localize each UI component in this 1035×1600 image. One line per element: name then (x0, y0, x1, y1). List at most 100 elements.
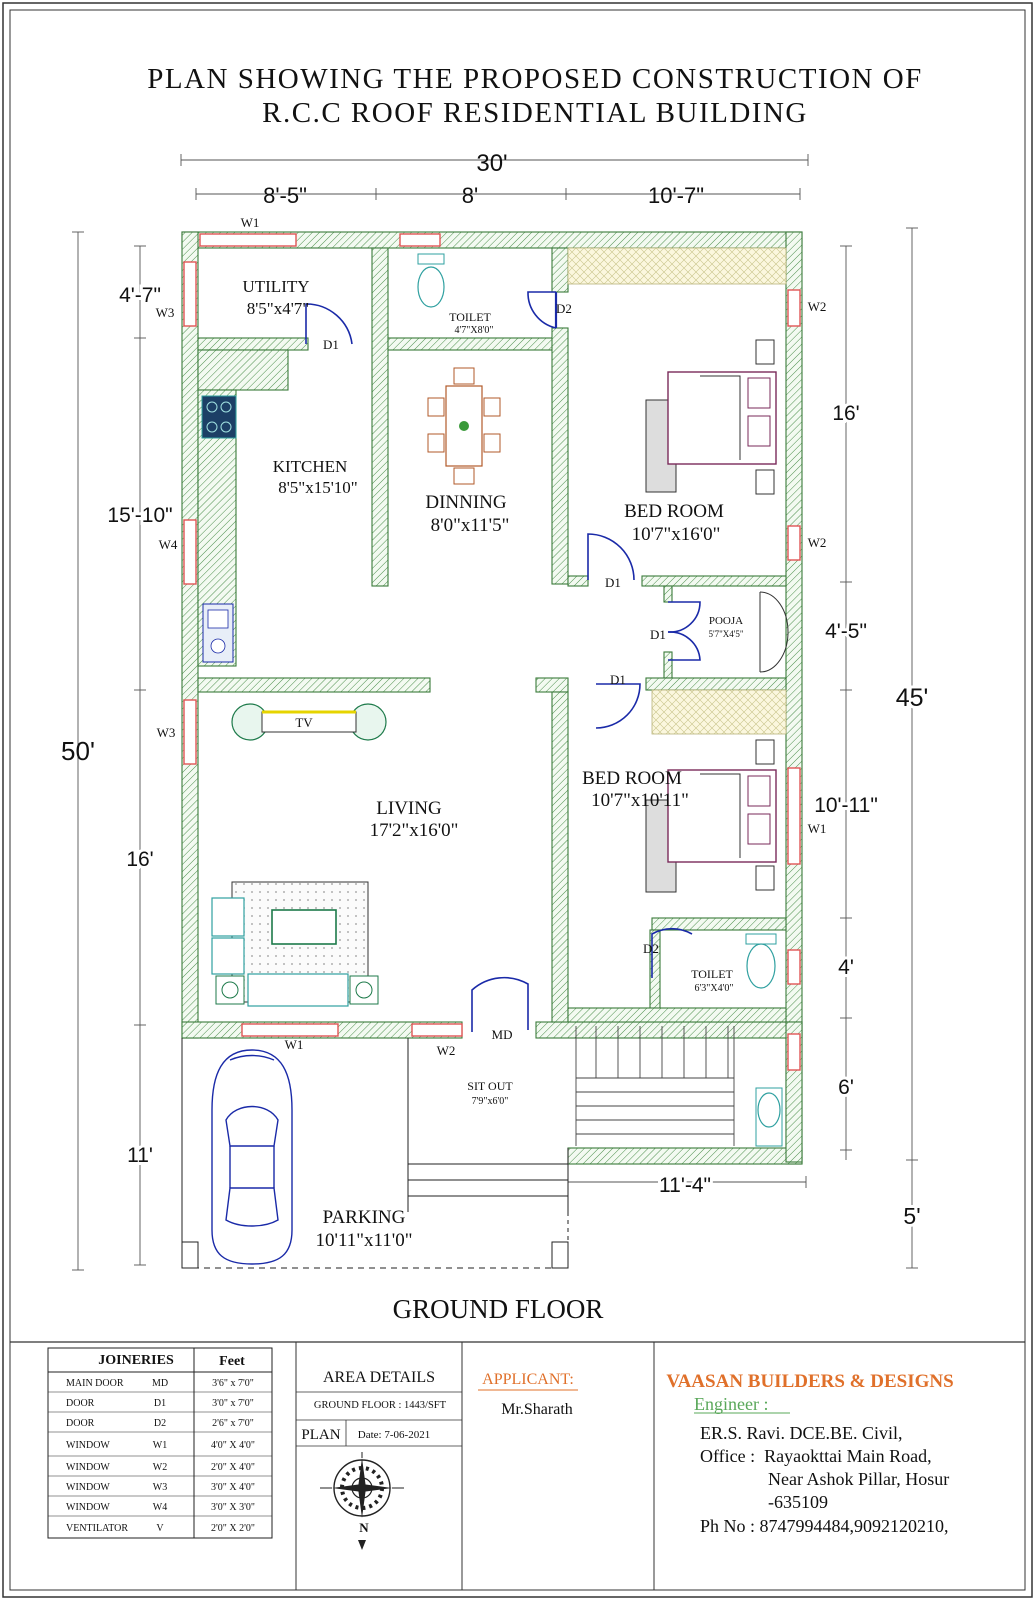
dim-top-seg-3: 10'-7" (648, 183, 704, 208)
dim-left-seg-3: 16' (126, 848, 153, 871)
tag-d1-pooja: D1 (650, 627, 666, 642)
sink (202, 603, 234, 663)
engineer-label: Engineer : (694, 1394, 768, 1414)
area-details: AREA DETAILS GROUND FLOOR : 1443/SFT PLA… (296, 1369, 462, 1447)
tag-w3-living: W3 (157, 725, 176, 740)
tag-d1-utility: D1 (323, 337, 339, 352)
pooja-arc (759, 591, 789, 673)
tag-w3-top: W3 (156, 305, 175, 320)
office-line-2: Near Ashok Pillar, Hosur (768, 1469, 949, 1489)
dim-right-seg-6: 5' (903, 1203, 920, 1229)
dim-top-seg-1: 8'-5" (263, 183, 307, 208)
dim-right-seg-3: 10'-11" (814, 794, 878, 817)
north-label: N (359, 1520, 369, 1535)
stair-toilet-fixture (755, 1087, 783, 1147)
sitout-size: 7'9"x6'0" (472, 1096, 509, 1107)
tag-d2-toilet: D2 (556, 301, 572, 316)
floor-name: GROUND FLOOR (393, 1294, 604, 1324)
tag-md: MD (492, 1027, 513, 1042)
windows (183, 233, 801, 1071)
bed-1 (645, 339, 777, 495)
tag-d2-toilet2: D2 (643, 941, 659, 956)
joinery-type: WINDOW (66, 1440, 110, 1451)
joinery-type: DOOR (66, 1418, 95, 1429)
dim-top-total: 30' (476, 150, 507, 177)
toilet-top-size: 4'7"X8'0" (455, 325, 494, 336)
room-labels: UTILITY 8'5"x4'7" TOILET 4'7"X8'0" KITCH… (242, 277, 743, 1251)
joinery-code: W1 (153, 1440, 167, 1451)
dim-left-seg-2: 15'-10" (107, 504, 172, 527)
joineries-feet-header: Feet (219, 1354, 245, 1369)
toilet-top-name: TOILET (449, 310, 491, 324)
parking-outline (181, 1038, 569, 1269)
joinery-size: 4'0" X 4'0" (211, 1440, 255, 1451)
joinery-size: 3'0" X 4'0" (211, 1482, 255, 1493)
tag-d1-bed2: D1 (610, 672, 626, 687)
dim-left-seg-4: 11' (127, 1144, 153, 1167)
utility-size: 8'5"x4'7" (247, 299, 310, 318)
joinery-type: VENTILATOR (66, 1523, 128, 1534)
tag-w1-bed2: W1 (808, 821, 827, 836)
title-line-1: PLAN SHOWING THE PROPOSED CONSTRUCTION O… (147, 63, 923, 95)
area-details-title: AREA DETAILS (323, 1369, 435, 1386)
living-size: 17'2"x16'0" (370, 820, 459, 841)
wardrobe-bedroom-1 (567, 247, 787, 285)
area-ground-floor: GROUND FLOOR : 1443/SFT (314, 1400, 447, 1411)
dinning-size: 8'0"x11'5" (431, 515, 510, 536)
sitout-outline (407, 1038, 569, 1212)
dimension-lines: 30' 8'-5" 8' 10'-7" 50' 4'-7" 15'-10" 16… (61, 150, 931, 1271)
toilet-fixture-bottom (745, 933, 777, 989)
bedroom-1-size: 10'7"x16'0" (632, 524, 721, 545)
joinery-type: MAIN DOOR (66, 1378, 124, 1389)
car (211, 1049, 293, 1265)
joinery-code: W3 (153, 1482, 167, 1493)
living-name: LIVING (376, 798, 442, 819)
applicant-label: APPLICANT: (482, 1371, 574, 1388)
tv-label: TV (295, 715, 313, 730)
pooja-size: 5'7"X4'5" (708, 629, 743, 639)
dim-left-seg-1: 4'-7" (119, 284, 161, 307)
doors (305, 291, 701, 1032)
joinery-size: 3'0" x 7'0" (212, 1398, 254, 1409)
tag-w1-front: W1 (285, 1037, 304, 1052)
utility-name: UTILITY (242, 277, 309, 296)
joinery-size: 3'0" X 3'0" (211, 1502, 255, 1513)
bedroom-2-size: 10'7"x10'11" (591, 790, 689, 811)
joinery-type: DOOR (66, 1398, 95, 1409)
tag-w2-bed1-top: W2 (808, 299, 827, 314)
stove (201, 395, 237, 439)
joinery-code: W4 (153, 1502, 167, 1513)
wardrobe-bedroom-2 (651, 689, 787, 735)
joinery-size: 3'6" x 7'0" (212, 1378, 254, 1389)
kitchen-name: KITCHEN (273, 457, 348, 476)
joinery-code: D1 (154, 1398, 166, 1409)
tag-w2-bed1-bottom: W2 (808, 535, 827, 550)
dim-top-seg-2: 8' (462, 183, 478, 208)
opening-labels: W1 W3 W2 W2 W4 W3 W1 D1 D2 D1 D1 D1 D2 W… (156, 215, 827, 1058)
builder-phone: Ph No : 8747994484,9092120210, (700, 1516, 949, 1536)
engineer-name: ER.S. Ravi. DCE.BE. Civil, (700, 1423, 903, 1443)
applicant-name: Mr.Sharath (501, 1401, 573, 1418)
joinery-size: 2'0" X 2'0" (211, 1523, 255, 1534)
parking-size: 10'11"x11'0" (316, 1230, 413, 1251)
title-line-2: R.C.C ROOF RESIDENTIAL BUILDING (262, 97, 808, 129)
dim-bottom-seg: 11'-4" (659, 1174, 711, 1197)
parking-name: PARKING (323, 1207, 406, 1228)
toilet-bottom-size: 6'3"X4'0" (695, 983, 734, 994)
sitout-name: SIT OUT (467, 1079, 513, 1093)
kitchen-size: 8'5"x15'10" (278, 478, 358, 497)
dim-right-seg-1: 16' (832, 402, 859, 425)
office-line-3: -635109 (768, 1492, 828, 1512)
joinery-code: D2 (154, 1418, 166, 1429)
dinning-name: DINNING (425, 492, 507, 513)
joineries-header: JOINERIES (98, 1353, 174, 1368)
joinery-code: MD (152, 1378, 168, 1389)
joinery-size: 2'0" X 4'0" (211, 1462, 255, 1473)
tag-w4: W4 (159, 537, 178, 552)
pooja-name: POOJA (709, 615, 743, 627)
builder-name: VAASAN BUILDERS & DESIGNS (666, 1371, 953, 1392)
joinery-type: WINDOW (66, 1502, 110, 1513)
dining-table (427, 367, 501, 485)
